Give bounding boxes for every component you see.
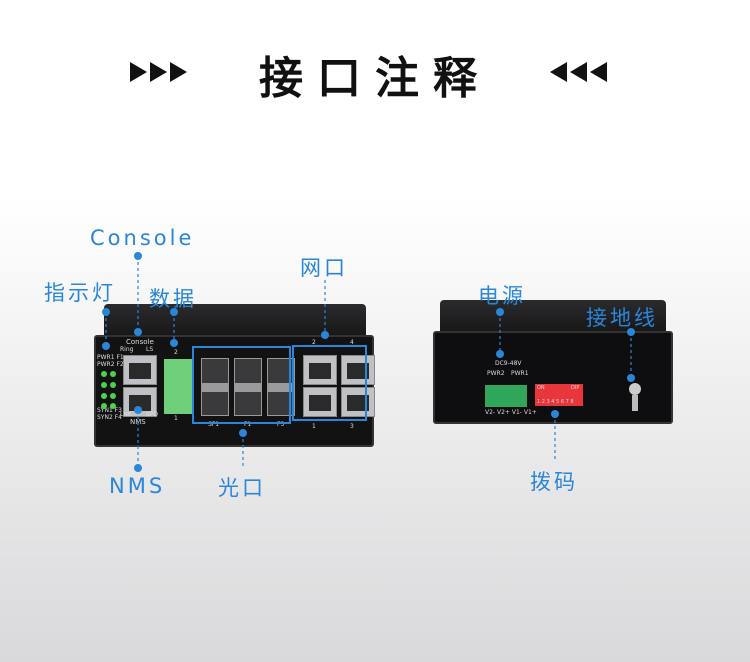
sfp-label: F1 (244, 421, 252, 428)
ground-dot (627, 328, 635, 336)
data-terminal-block (164, 359, 192, 414)
port-number: 3 (350, 423, 354, 430)
dip-numbers: 1 2 3 4 5 6 7 8 (537, 399, 574, 405)
dip-on-text: ON (537, 385, 545, 391)
triangle-left-icon (550, 62, 607, 82)
pwr1-text: PWR1 (511, 370, 529, 377)
label-console: Console (90, 226, 195, 250)
voltage-text: DC9-48V (495, 360, 522, 367)
page-title: 接口注释 (259, 53, 491, 104)
terminal-bottom-num: 1 (174, 415, 178, 422)
led (110, 382, 116, 388)
label-ground: 接地线 (586, 306, 658, 330)
port-number: 1 (312, 423, 316, 430)
led (110, 403, 116, 409)
pwr1-text: PWR1 F1 (97, 354, 124, 361)
syn1-text: SYN1 F3 (97, 407, 122, 414)
led (110, 371, 116, 377)
ls-text: LS (146, 346, 154, 353)
led (101, 403, 107, 409)
spd-text: SPD (146, 411, 159, 418)
sfp-label: SF1 (208, 421, 220, 428)
ground-symbol-icon (629, 383, 641, 395)
console-dot (134, 328, 142, 336)
ring-text: Ring (120, 346, 134, 353)
syn2-text: SYN2 F4 (97, 414, 122, 421)
ground-dot (627, 374, 635, 382)
network-port-highlight (292, 345, 367, 421)
power-dot (496, 350, 504, 358)
label-power: 电源 (478, 284, 526, 308)
optical-port-highlight (192, 346, 291, 424)
rj45-port (303, 387, 337, 417)
nms-dot (134, 406, 142, 414)
optical-dot (239, 429, 247, 437)
power-dot (496, 308, 504, 316)
led (101, 371, 107, 377)
led (110, 393, 116, 399)
sfp-cage (234, 358, 262, 416)
led (101, 382, 107, 388)
label-data: 数据 (149, 287, 197, 311)
pwr2-text: PWR2 (487, 370, 505, 377)
pwr2-text: PWR2 F2 (97, 361, 124, 368)
sfp-label: F3 (277, 421, 285, 428)
triangle-right-icon (130, 62, 187, 82)
data-dot (170, 308, 178, 316)
port-number: 4 (350, 339, 354, 346)
ground-lug (632, 395, 638, 411)
console-text: Console (126, 338, 154, 346)
rj45-port (303, 355, 337, 385)
network-dot (321, 331, 329, 339)
rj45-port (341, 387, 375, 417)
label-nms: NMS (109, 474, 166, 498)
label-optical-port: 光口 (218, 476, 266, 500)
led (101, 393, 107, 399)
sfp-cage (201, 358, 229, 416)
nms-dot (134, 464, 142, 472)
dip-label-text: DIP (571, 385, 580, 391)
lnk-text: LNK (120, 411, 132, 418)
dip-switch: ON DIP 1 2 3 4 5 6 7 8 (535, 384, 583, 406)
dip-dot (551, 410, 559, 418)
indicator-dot (102, 342, 110, 350)
port-number: 2 (312, 339, 316, 346)
console-dot (134, 252, 142, 260)
console-port (123, 355, 157, 385)
power-terminal-block (485, 385, 527, 407)
terminal-labels: V2- V2+ V1- V1+ (485, 409, 537, 416)
rj45-port (341, 355, 375, 385)
indicator-dot (102, 308, 110, 316)
data-dot (170, 339, 178, 347)
label-network-port: 网口 (300, 256, 348, 280)
label-dip-switch: 拨码 (530, 470, 578, 494)
label-indicator: 指示灯 (44, 281, 116, 305)
terminal-top-num: 2 (174, 349, 178, 356)
left-device-front-panel: Console Ring LS PWR1 F1 PWR2 F2 SYN1 F3 … (94, 335, 375, 447)
